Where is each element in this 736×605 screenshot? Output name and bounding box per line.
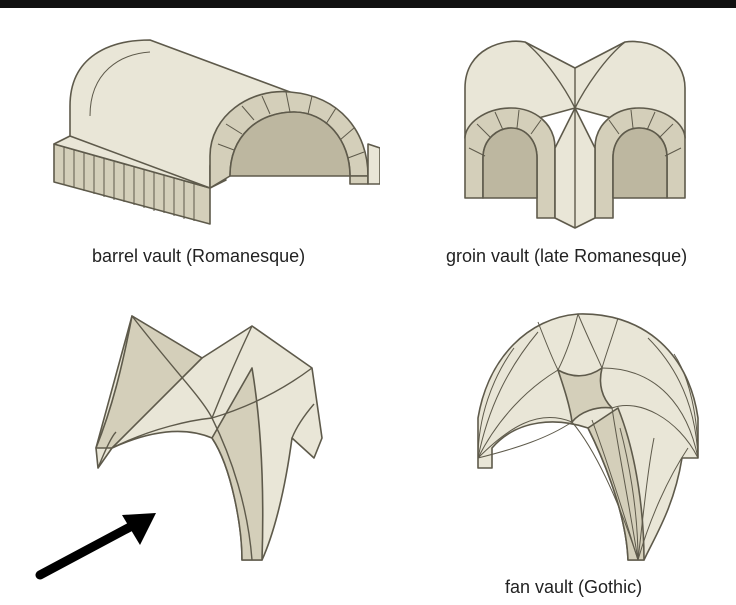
barrel-vault-illustration: [50, 36, 380, 236]
groin-vault-illustration: [455, 28, 695, 238]
barrel-vault-caption: barrel vault (Romanesque): [92, 246, 306, 266]
arrow-icon: [30, 505, 160, 585]
groin-vault-caption: groin vault (late Romanesque): [446, 246, 688, 266]
top-border: [0, 0, 736, 8]
fan-vault-illustration: [468, 308, 708, 568]
rib-vault-illustration: [92, 308, 332, 568]
fan-vault-caption: fan vault (Gothic): [505, 577, 643, 597]
